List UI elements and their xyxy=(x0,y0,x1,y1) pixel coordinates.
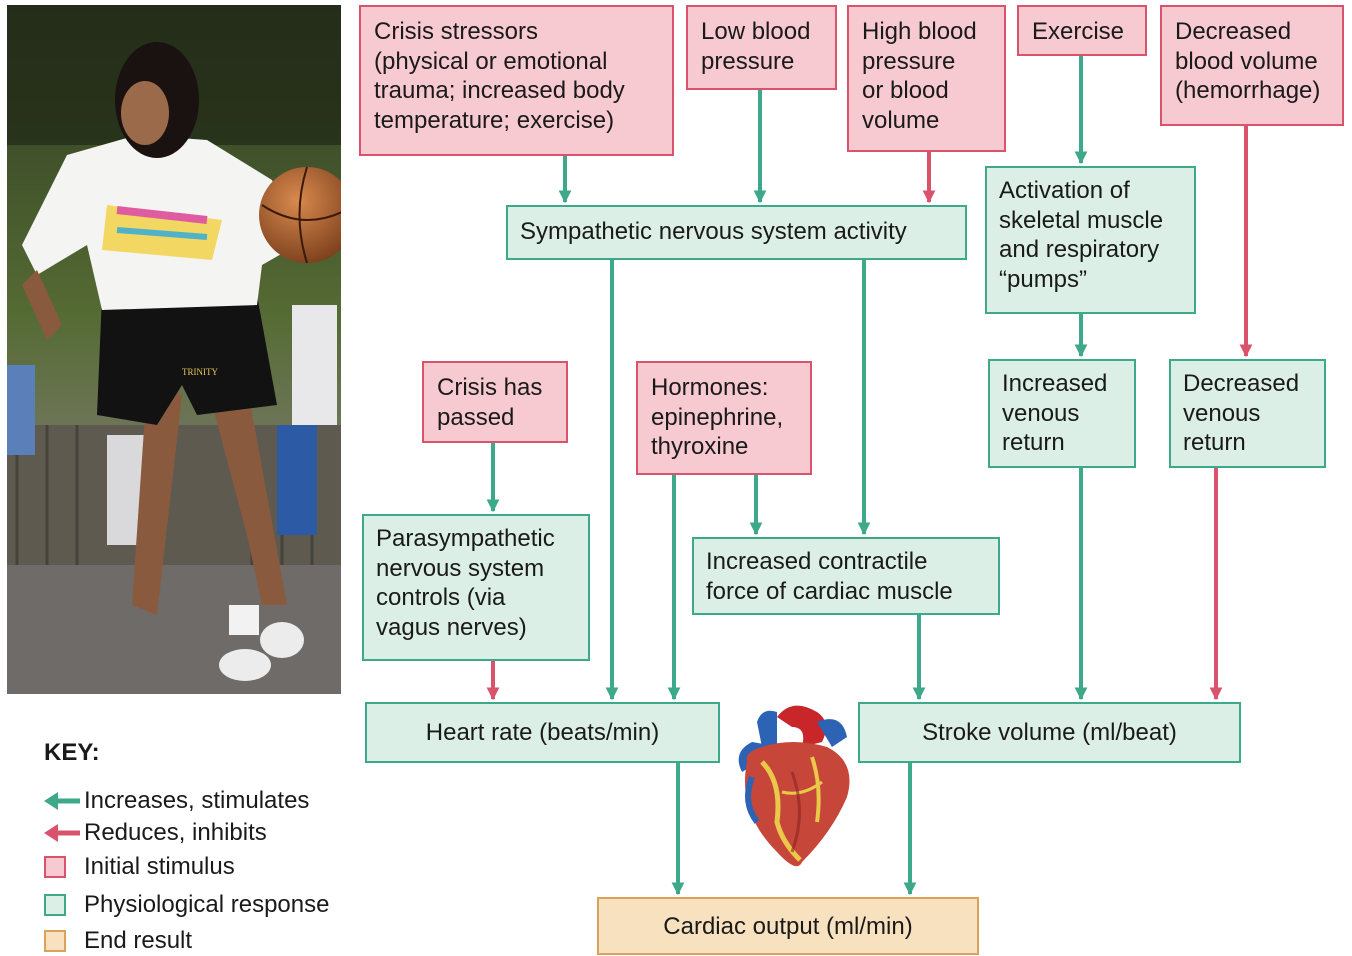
node-crisis-stressors: Crisis stressors (physical or emotional … xyxy=(359,5,674,156)
inhibit-arrow-icon xyxy=(44,818,82,848)
stimulate-arrow-icon xyxy=(44,786,82,816)
node-high-blood-pressure: High blood pressure or blood volume xyxy=(847,5,1006,152)
node-contractile-force: Increased contractile force of cardiac m… xyxy=(692,537,1000,615)
end-result-swatch xyxy=(44,930,66,952)
node-activation-pumps: Activation of skeletal muscle and respir… xyxy=(985,166,1196,314)
node-low-blood-pressure: Low blood pressure xyxy=(686,5,837,90)
node-crisis-passed: Crisis has passed xyxy=(422,361,568,443)
node-exercise: Exercise xyxy=(1017,5,1147,56)
node-hormones: Hormones: epinephrine, thyroxine xyxy=(636,361,812,475)
node-increased-venous-return: Increased venous return xyxy=(988,359,1136,468)
node-cardiac-output: Cardiac output (ml/min) xyxy=(597,897,979,955)
node-stroke-volume: Stroke volume (ml/beat) xyxy=(858,702,1241,763)
key-label-reduces: Reduces, inhibits xyxy=(84,818,267,848)
node-heart-rate: Heart rate (beats/min) xyxy=(365,702,720,763)
initial-stimulus-swatch xyxy=(44,856,66,878)
node-decreased-venous-return: Decreased venous return xyxy=(1169,359,1326,468)
key-label-end-result: End result xyxy=(84,926,192,956)
key-label-increases: Increases, stimulates xyxy=(84,786,309,816)
key-label-physiological: Physiological response xyxy=(84,890,329,920)
node-decreased-blood-volume: Decreased blood volume (hemorrhage) xyxy=(1160,5,1344,126)
key-label-initial: Initial stimulus xyxy=(84,852,235,882)
node-parasympathetic: Parasympathetic nervous system controls … xyxy=(362,514,590,661)
node-sympathetic-activity: Sympathetic nervous system activity xyxy=(506,205,967,260)
key-title: KEY: xyxy=(44,739,100,767)
physiological-response-swatch xyxy=(44,894,66,916)
anatomical-heart-icon xyxy=(722,702,862,887)
